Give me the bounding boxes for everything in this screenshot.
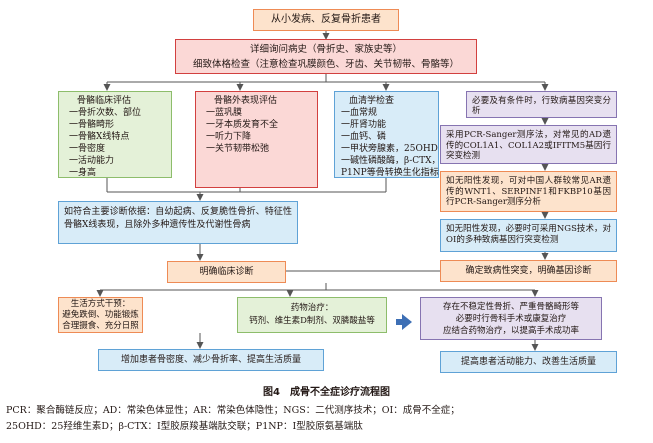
sanger-box: 采用PCR-Sanger测序法，对常见的AD遗传的COL1A1、COL1A2或I… bbox=[440, 125, 617, 164]
drug-to-surgery-arrow bbox=[396, 314, 412, 330]
surgery-box: 存在不稳定性骨折、严重骨骼畸形等 必要时行骨科手术或康复治疗 应结合药物治疗，以… bbox=[420, 297, 602, 340]
abbreviation-line-2: 25OHD：25羟维生素D；β-CTX：Ⅰ型胶原羧基端肽交联；P1NP：Ⅰ型胶原… bbox=[6, 421, 363, 432]
abbreviation-line-1: PCR：聚合酶链反应；AD：常染色体显性；AR：常染色体隐性；NGS：二代测序技… bbox=[6, 405, 460, 416]
drug-therapy-box: 药物治疗： 钙剂、维生素D制剂、双膦酸盐等 bbox=[237, 297, 387, 333]
figure-caption: 图4 成骨不全症诊疗流程图 bbox=[263, 387, 390, 398]
serology-box: 血清学检查 一血常规 一肝肾功能 一血钙、磷 一甲状旁腺素，25OHD 一碱性磷… bbox=[334, 91, 441, 178]
extra-skeletal-box: 骨骼外表现评估 一蓝巩膜 一牙本质发育不全 一听力下降 一关节韧带松弛 bbox=[195, 91, 318, 188]
outcome-right-box: 提高患者活动能力、改善生活质量 bbox=[440, 351, 617, 373]
lifestyle-box: 生活方式干预： 避免跌倒、功能锻炼 合理摄食、充分日照 bbox=[58, 297, 143, 333]
gene-diagnosis-box: 确定致病性突变，明确基因诊断 bbox=[440, 260, 617, 282]
diagnostic-criteria-box: 如符合主要诊断依据：自幼起病、反复脆性骨折、特征性骨骼X线表现，且除外多种遗传性… bbox=[58, 201, 298, 244]
ngs-box: 如无阳性发现，必要时可采用NGS技术，对OI的多种致病基因行突变检测 bbox=[440, 219, 617, 252]
start-box: 从小发病、反复骨折患者 bbox=[253, 9, 399, 31]
history-box: 详细询问病史（骨折史、家族史等） 细致体格检查（注意检查巩膜颜色、牙齿、关节韧带… bbox=[175, 39, 477, 74]
genetic-need-box: 必要及有条件时，行致病基因突变分析 bbox=[466, 91, 617, 118]
ar-gene-box: 如无阳性发现，可对中国人群较常见AR遗传的WNT1、SERPINF1和FKBP1… bbox=[440, 171, 617, 212]
outcome-left-box: 增加患者骨密度、减少骨折率、提高生活质量 bbox=[98, 349, 324, 371]
clinical-diagnosis-box: 明确临床诊断 bbox=[167, 261, 286, 283]
skeletal-assessment-box: 骨骼临床评估 一骨折次数、部位 一骨骼畸形 一骨骼X线特点 一骨密度 一活动能力… bbox=[58, 91, 172, 178]
